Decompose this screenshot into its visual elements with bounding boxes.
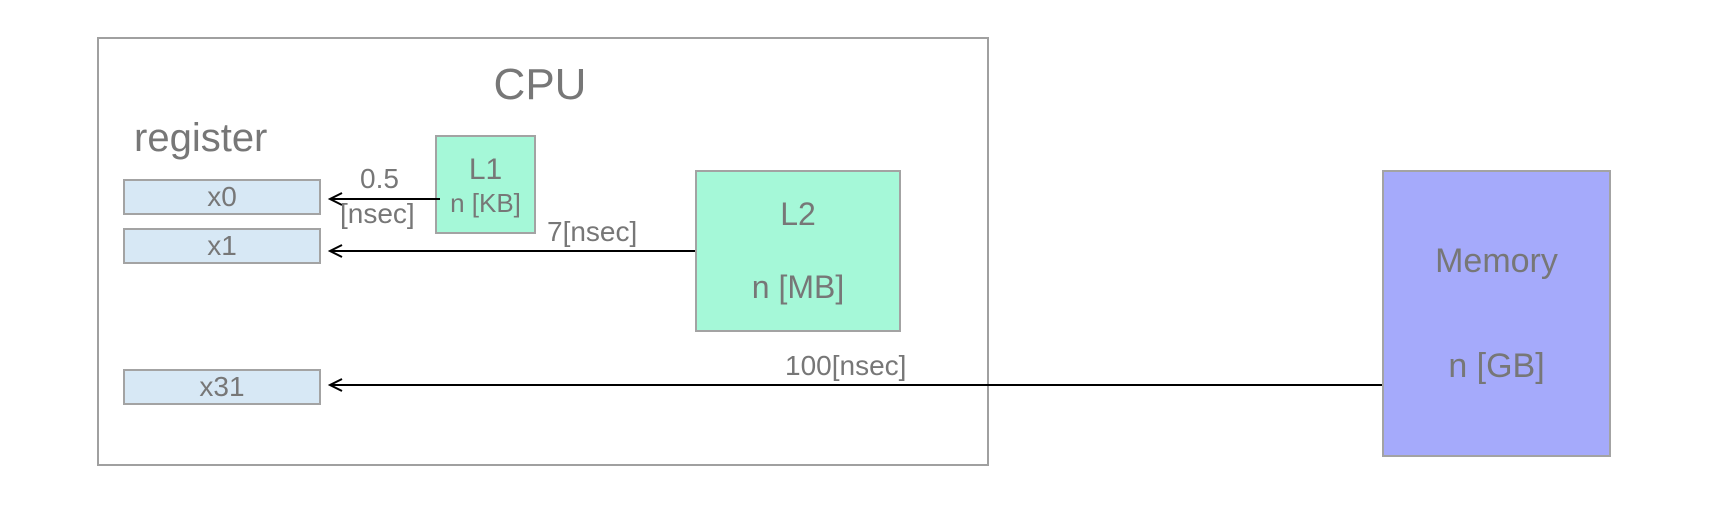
l1-latency-value: 0.5 — [360, 163, 399, 194]
memory-size: n [GB] — [1448, 346, 1545, 385]
l2-latency-label: 7[nsec] — [547, 216, 638, 247]
register-x1: x1 — [123, 228, 321, 264]
memory-title: Memory — [1435, 241, 1558, 280]
memory-box: Memory n [GB] — [1382, 170, 1611, 457]
memory-latency-label: 100[nsec] — [785, 350, 907, 381]
l1-latency-unit: [nsec] — [340, 198, 415, 229]
l2-cache-box: L2 n [MB] — [695, 170, 901, 332]
cpu-title: CPU — [493, 60, 587, 109]
register-x31: x31 — [123, 369, 321, 405]
l1-cache-title: L1 — [468, 152, 503, 186]
cpu-box — [97, 37, 989, 466]
memory-to-x31-arrowhead — [327, 378, 343, 392]
l2-cache-title: L2 — [780, 196, 816, 232]
l1-to-x0-arrowhead — [327, 192, 343, 206]
l2-to-x1-arrowhead — [327, 244, 343, 258]
l1-cache-size: n [KB] — [450, 187, 521, 218]
register-x0: x0 — [123, 179, 321, 215]
l2-cache-size: n [MB] — [751, 269, 845, 305]
l1-cache-box: L1 n [KB] — [435, 135, 536, 234]
register-title: register — [134, 116, 268, 160]
